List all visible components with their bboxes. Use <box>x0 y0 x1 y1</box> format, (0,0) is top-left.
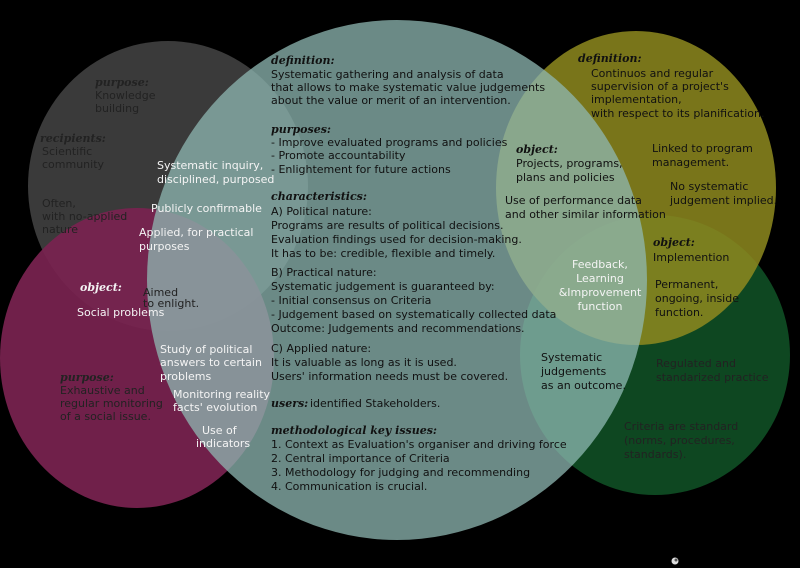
eval-char-c-line-2: It is valuable as long as it is used. <box>271 356 457 369</box>
management-permanent-line-2: ongoing, inside <box>655 292 739 305</box>
eval-char-b-line-5: Outcome: Judgements and recommendations. <box>271 322 525 335</box>
eval-char-b-line-1: B) Practical nature: <box>271 266 377 279</box>
eval-keys-line-3: 3. Methodology for judging and recommend… <box>271 466 530 479</box>
planning-definition-line-4: with respect to its planification. <box>591 107 764 120</box>
politics-monitoring-line-1: Monitoring reality <box>173 388 271 401</box>
eval-definition-line-2: that allows to make systematic value jud… <box>271 81 545 94</box>
management-feedback-line-3: &Improvement <box>559 286 642 299</box>
eval-char-b-line-4: - Judgement based on systematically coll… <box>271 308 556 321</box>
management-regulated-line-1: Regulated and <box>656 357 736 370</box>
science-recipients-title: recipients: <box>40 132 106 145</box>
management-regulated-line-2: standarized practice <box>656 371 769 384</box>
eval-char-a-line-2: Programs are results of political decisi… <box>271 219 503 232</box>
science-purpose-title: purpose: <box>95 76 149 89</box>
eval-characteristics-title: characteristics: <box>271 190 367 203</box>
politics-purpose-line-3: of a social issue. <box>60 410 151 423</box>
eval-char-a-line-4: It has to be: credible, flexible and tim… <box>271 247 495 260</box>
management-object-text: Implemention <box>653 251 729 264</box>
eval-keys-line-4: 4. Communication is crucial. <box>271 480 427 493</box>
science-note-line-2: with no-applied <box>42 210 127 223</box>
politics-purpose-title: purpose: <box>60 371 114 384</box>
planning-linked-line-2: management. <box>652 156 729 169</box>
corner-dot-inner <box>674 558 678 562</box>
politics-study-line-2: answers to certain <box>160 356 262 369</box>
politics-aimed-line-1: Aimed <box>143 286 178 299</box>
management-feedback-line-1: Feedback, <box>572 258 628 271</box>
planning-object-line-1: Projects, programs, <box>516 157 623 170</box>
planning-linked-line-1: Linked to program <box>652 142 753 155</box>
science-eval-line-4: Publicly confirmable <box>151 202 262 215</box>
planning-object-title: object: <box>516 143 558 156</box>
eval-definition-line-1: Systematic gathering and analysis of dat… <box>271 68 504 81</box>
planning-definition-line-2: supervision of a project's <box>591 80 729 93</box>
circle-evaluation <box>147 20 647 540</box>
management-systematic-line-3: as an outcome. <box>541 379 626 392</box>
management-permanent-line-3: function. <box>655 306 703 319</box>
management-criteria-line-2: (norms, procedures, <box>624 434 735 447</box>
science-eval-line-6: Applied, for practical <box>139 226 253 239</box>
science-purpose-line-1: Knowledge <box>95 89 156 102</box>
eval-purposes-line-1: - Improve evaluated programs and policie… <box>271 136 508 149</box>
planning-definition-line-3: implementation, <box>591 93 682 106</box>
eval-users-text: identified Stakeholders. <box>310 397 440 410</box>
politics-indicators-line-2: indicators <box>196 437 250 450</box>
management-criteria-line-1: Criteria are standard <box>624 420 738 433</box>
planning-no-judgement-line-1: No systematic <box>670 180 748 193</box>
eval-char-c-line-3: Users' information needs must be covered… <box>271 370 508 383</box>
eval-char-a-line-1: A) Political nature: <box>271 205 372 218</box>
politics-study-line-3: problems <box>160 370 212 383</box>
eval-users-title: users: <box>271 397 308 410</box>
eval-keys-title: methodological key issues: <box>271 424 437 437</box>
politics-object-title: object: <box>80 281 122 294</box>
politics-object-text: Social problems <box>77 306 165 319</box>
eval-char-c-line-1: C) Applied nature: <box>271 342 371 355</box>
management-criteria-line-3: standards). <box>624 448 686 461</box>
politics-study-line-1: Study of political <box>160 343 252 356</box>
science-eval-line-1: Systematic inquiry, <box>157 159 263 172</box>
science-eval-line-7: purposes <box>139 240 190 253</box>
planning-performance-line-2: and other similar information <box>505 208 666 221</box>
planning-no-judgement-line-2: judgement implied. <box>669 194 777 207</box>
eval-definition-title: definition: <box>271 54 335 67</box>
eval-purposes-line-2: - Promote accountability <box>271 149 406 162</box>
science-note-line-1: Often, <box>42 197 76 210</box>
eval-definition-line-3: about the value or merit of an intervent… <box>271 94 511 107</box>
planning-definition-title: definition: <box>578 52 642 65</box>
eval-purposes-title: purposes: <box>271 123 331 136</box>
politics-purpose-line-2: regular monitoring <box>60 397 163 410</box>
planning-definition-line-1: Continuos and regular <box>591 67 714 80</box>
management-systematic-line-1: Systematic <box>541 351 602 364</box>
eval-purposes-line-3: - Enlightement for future actions <box>271 163 451 176</box>
eval-char-a-line-3: Evaluation findings used for decision-ma… <box>271 233 522 246</box>
management-permanent-line-1: Permanent, <box>655 278 718 291</box>
politics-monitoring-line-2: facts' evolution <box>173 401 257 414</box>
planning-object-line-2: plans and policies <box>516 171 615 184</box>
planning-performance-line-1: Use of performance data <box>505 194 642 207</box>
politics-aimed-line-2: to enlight. <box>143 297 199 310</box>
management-systematic-line-2: judgements <box>540 365 607 378</box>
eval-keys-line-2: 2. Central importance of Criteria <box>271 452 450 465</box>
science-purpose-line-2: building <box>95 102 139 115</box>
eval-keys-line-1: 1. Context as Evaluation's organiser and… <box>271 438 567 451</box>
eval-char-b-line-3: - Initial consensus on Criteria <box>271 294 431 307</box>
science-note-line-3: nature <box>42 223 78 236</box>
management-feedback-line-4: function <box>578 300 623 313</box>
science-recipients-line-1: Scientific <box>42 145 92 158</box>
politics-indicators-line-1: Use of <box>202 424 238 437</box>
management-feedback-line-2: Learning <box>576 272 624 285</box>
politics-purpose-line-1: Exhaustive and <box>60 384 145 397</box>
science-recipients-line-2: community <box>42 158 105 171</box>
eval-char-b-line-2: Systematic judgement is guaranteed by: <box>271 280 495 293</box>
management-object-title: object: <box>653 236 695 249</box>
science-eval-line-2: disciplined, purposed <box>157 173 274 186</box>
